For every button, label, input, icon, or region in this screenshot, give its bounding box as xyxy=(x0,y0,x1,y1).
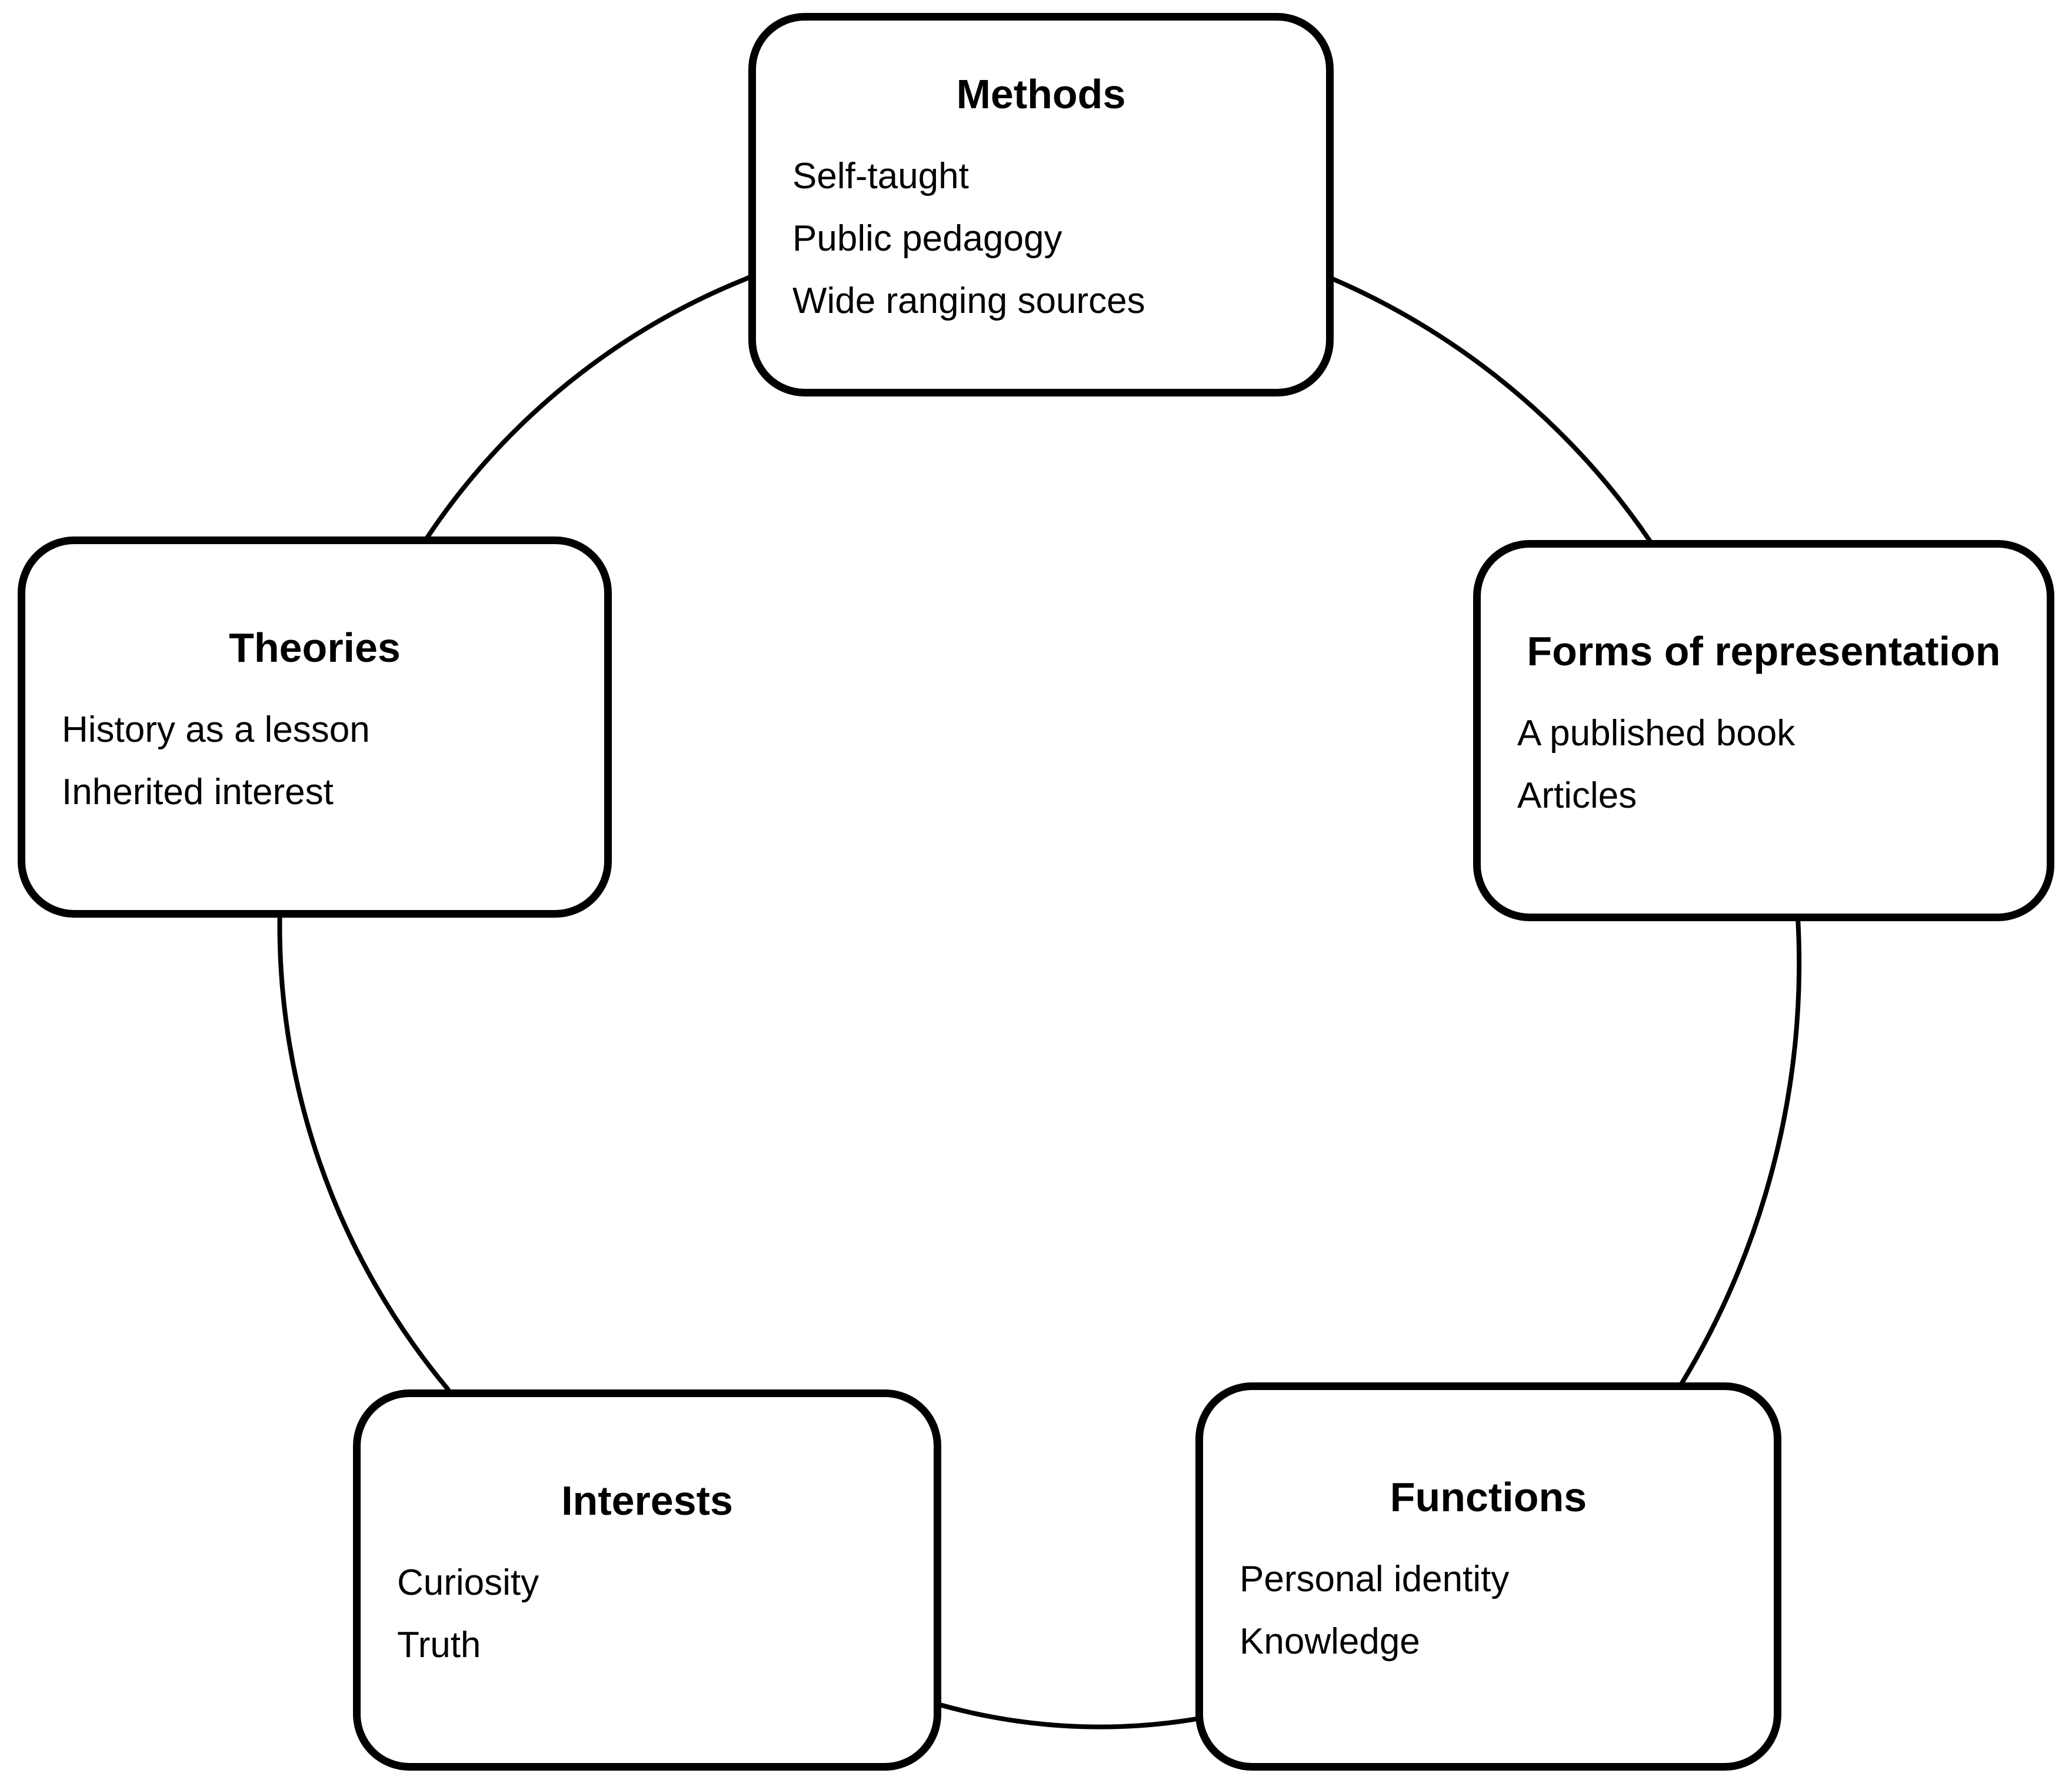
node-item: Inherited interest xyxy=(62,771,334,812)
node-item: Knowledge xyxy=(1240,1621,1420,1662)
node-item: Public pedagogy xyxy=(792,218,1062,259)
node-title: Theories xyxy=(229,624,401,671)
node-item: Wide ranging sources xyxy=(792,280,1145,321)
node-items: Curiosity Truth xyxy=(397,1552,897,1677)
node-item: Articles xyxy=(1517,775,1637,816)
node-item: Self-taught xyxy=(792,155,969,196)
node-items: Personal identity Knowledge xyxy=(1240,1548,1737,1673)
node-title: Forms of representation xyxy=(1527,628,2001,674)
node-functions: Functions Personal identity Knowledge xyxy=(1195,1382,1781,1771)
node-forms-of-representation: Forms of representation A published book… xyxy=(1473,540,2054,921)
node-item: History as a lesson xyxy=(62,709,370,750)
node-item: Truth xyxy=(397,1624,481,1665)
node-items: A published book Articles xyxy=(1517,702,2010,827)
node-item: A published book xyxy=(1517,712,1795,754)
node-title: Methods xyxy=(956,71,1126,117)
node-items: History as a lesson Inherited interest xyxy=(62,699,568,824)
node-interests: Interests Curiosity Truth xyxy=(353,1389,941,1771)
node-items: Self-taught Public pedagogy Wide ranging… xyxy=(792,145,1290,332)
node-theories: Theories History as a lesson Inherited i… xyxy=(18,536,612,918)
node-item: Curiosity xyxy=(397,1562,539,1603)
node-methods: Methods Self-taught Public pedagogy Wide… xyxy=(748,13,1334,396)
node-title: Interests xyxy=(561,1477,733,1524)
node-title: Functions xyxy=(1390,1474,1587,1520)
node-item: Personal identity xyxy=(1240,1558,1510,1599)
